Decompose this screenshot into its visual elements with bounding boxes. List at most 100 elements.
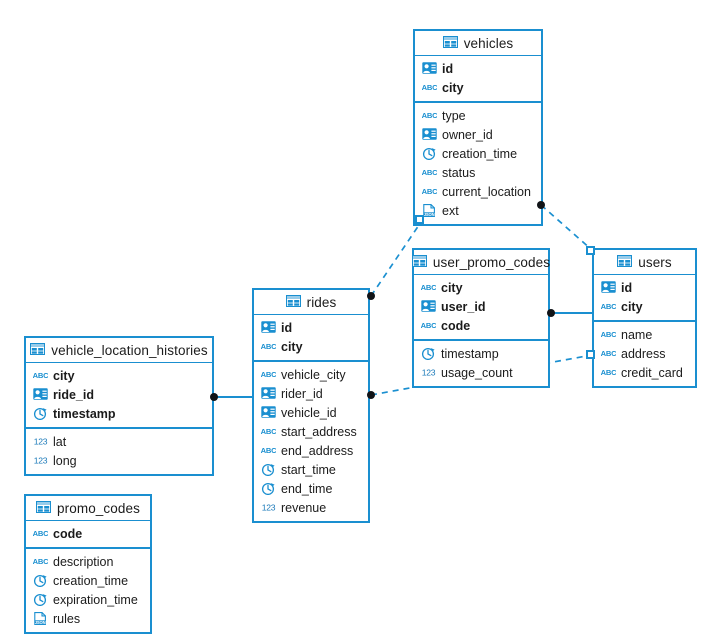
column-row[interactable]: end_time <box>254 479 368 498</box>
id-card-icon <box>33 387 48 402</box>
column-row[interactable]: user_id <box>414 297 548 316</box>
column-row[interactable]: 123 revenue <box>254 498 368 517</box>
column-row[interactable]: rider_id <box>254 384 368 403</box>
column-name: city <box>53 368 75 383</box>
table-header[interactable]: vehicles <box>415 31 541 56</box>
table-icon <box>442 36 458 50</box>
table-header[interactable]: rides <box>254 290 368 315</box>
clock-icon <box>33 574 48 588</box>
table-title: rides <box>306 294 337 310</box>
table-header[interactable]: vehicle_location_histories <box>26 338 212 363</box>
svg-text:ABC: ABC <box>421 321 436 330</box>
column-row[interactable]: id <box>254 318 368 337</box>
column-name: id <box>621 280 633 295</box>
svg-text:ABC: ABC <box>33 371 48 380</box>
abc-text-icon: ABC <box>421 319 436 333</box>
relationship-endpoint-square-rel-rides-users <box>586 350 595 359</box>
column-name: ride_id <box>53 387 94 402</box>
relationship-endpoint-dot-rel-vehicles-users <box>537 201 545 209</box>
column-row[interactable]: expiration_time <box>26 590 150 609</box>
column-name: name <box>621 327 653 342</box>
table-header[interactable]: promo_codes <box>26 496 150 521</box>
svg-text:ABC: ABC <box>422 83 437 92</box>
abc-text-icon: ABC <box>601 347 616 361</box>
column-row[interactable]: id <box>415 59 541 78</box>
column-name: creation_time <box>442 146 518 161</box>
abc-text-icon: ABC <box>601 366 616 380</box>
clock-icon <box>261 482 276 496</box>
column-name: revenue <box>281 500 327 515</box>
svg-text:123: 123 <box>262 502 276 512</box>
id-card-icon <box>601 280 616 295</box>
table-icon <box>617 255 633 269</box>
column-row[interactable]: id <box>594 278 695 297</box>
column-name: long <box>53 453 77 468</box>
svg-text:ABC: ABC <box>261 427 276 436</box>
svg-text:ABC: ABC <box>422 187 437 196</box>
column-name: timestamp <box>441 346 499 361</box>
clock-icon <box>421 347 436 361</box>
column-row[interactable]: creation_time <box>26 571 150 590</box>
column-name: expiration_time <box>53 592 138 607</box>
svg-text:ABC: ABC <box>601 302 616 311</box>
abc-text-icon: ABC <box>261 368 276 382</box>
column-row[interactable]: ABC current_location <box>415 182 541 201</box>
relationship-endpoint-dot-rel-rides-users <box>367 391 375 399</box>
abc-text-icon: ABC <box>601 300 616 314</box>
column-row[interactable]: ride_id <box>26 385 212 404</box>
column-row[interactable]: vehicle_id <box>254 403 368 422</box>
column-row[interactable]: timestamp <box>26 404 212 423</box>
svg-text:123: 123 <box>34 455 48 465</box>
column-row[interactable]: ABC start_address <box>254 422 368 441</box>
column-row[interactable]: ABC name <box>594 325 695 344</box>
svg-text:JSON: JSON <box>424 211 435 216</box>
column-name: current_location <box>442 184 531 199</box>
relationship-line-rel-vehicles-users[interactable] <box>540 204 593 251</box>
column-row[interactable]: 123 long <box>26 451 212 470</box>
column-name: creation_time <box>53 573 129 588</box>
table-header[interactable]: users <box>594 250 695 275</box>
abc-text-icon: ABC <box>261 444 276 458</box>
column-row[interactable]: timestamp <box>414 344 548 363</box>
column-name: start_address <box>281 424 357 439</box>
clock-icon <box>33 593 48 607</box>
column-row[interactable]: start_time <box>254 460 368 479</box>
column-row[interactable]: creation_time <box>415 144 541 163</box>
table-header[interactable]: user_promo_codes <box>411 250 550 275</box>
svg-text:ABC: ABC <box>601 330 616 339</box>
relationship-endpoint-dot-rel-userpromocodes-users <box>547 309 555 317</box>
column-row[interactable]: ABC city <box>26 366 212 385</box>
svg-text:123: 123 <box>34 436 48 446</box>
column-row[interactable]: owner_id <box>415 125 541 144</box>
svg-text:ABC: ABC <box>601 349 616 358</box>
